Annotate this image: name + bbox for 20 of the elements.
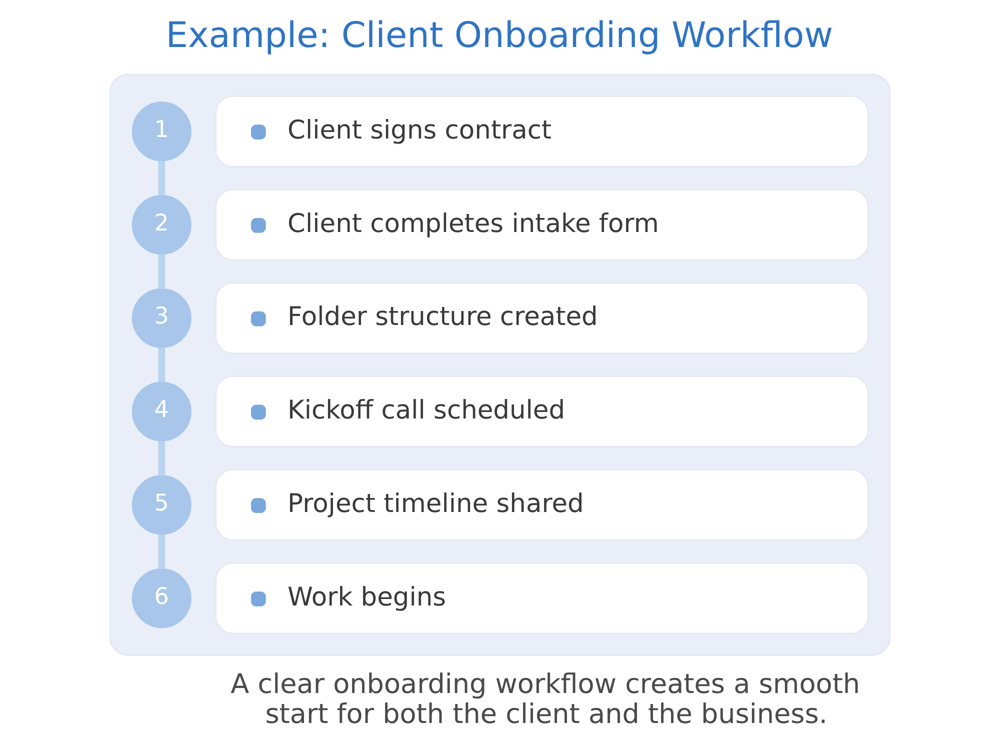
node-box: Work begins bbox=[215, 562, 869, 634]
node-box: Folder structure created bbox=[215, 282, 869, 354]
node-circle: 1 bbox=[132, 102, 192, 162]
node-box: Client completes intake form bbox=[215, 188, 869, 261]
node-circle: 6 bbox=[132, 568, 192, 628]
diagram-title: Example: Client Onboarding Workflow bbox=[166, 15, 833, 56]
connector bbox=[158, 348, 166, 382]
connector bbox=[158, 441, 166, 476]
node-circle: 3 bbox=[132, 288, 192, 348]
connector bbox=[158, 254, 166, 289]
node-circle: 5 bbox=[132, 475, 192, 535]
connector bbox=[158, 534, 166, 570]
cluster bbox=[110, 74, 890, 656]
node-box: Kickoff call scheduled bbox=[215, 376, 869, 448]
node-circle: 2 bbox=[132, 195, 192, 255]
connector bbox=[158, 160, 166, 196]
caption: A clear onboarding workflow creates a smooth start for both the client and the business. bbox=[230, 669, 860, 730]
node-box: Project timeline shared bbox=[215, 469, 869, 541]
node-circle: 4 bbox=[132, 382, 192, 442]
node-box: Client signs contract bbox=[215, 96, 869, 168]
